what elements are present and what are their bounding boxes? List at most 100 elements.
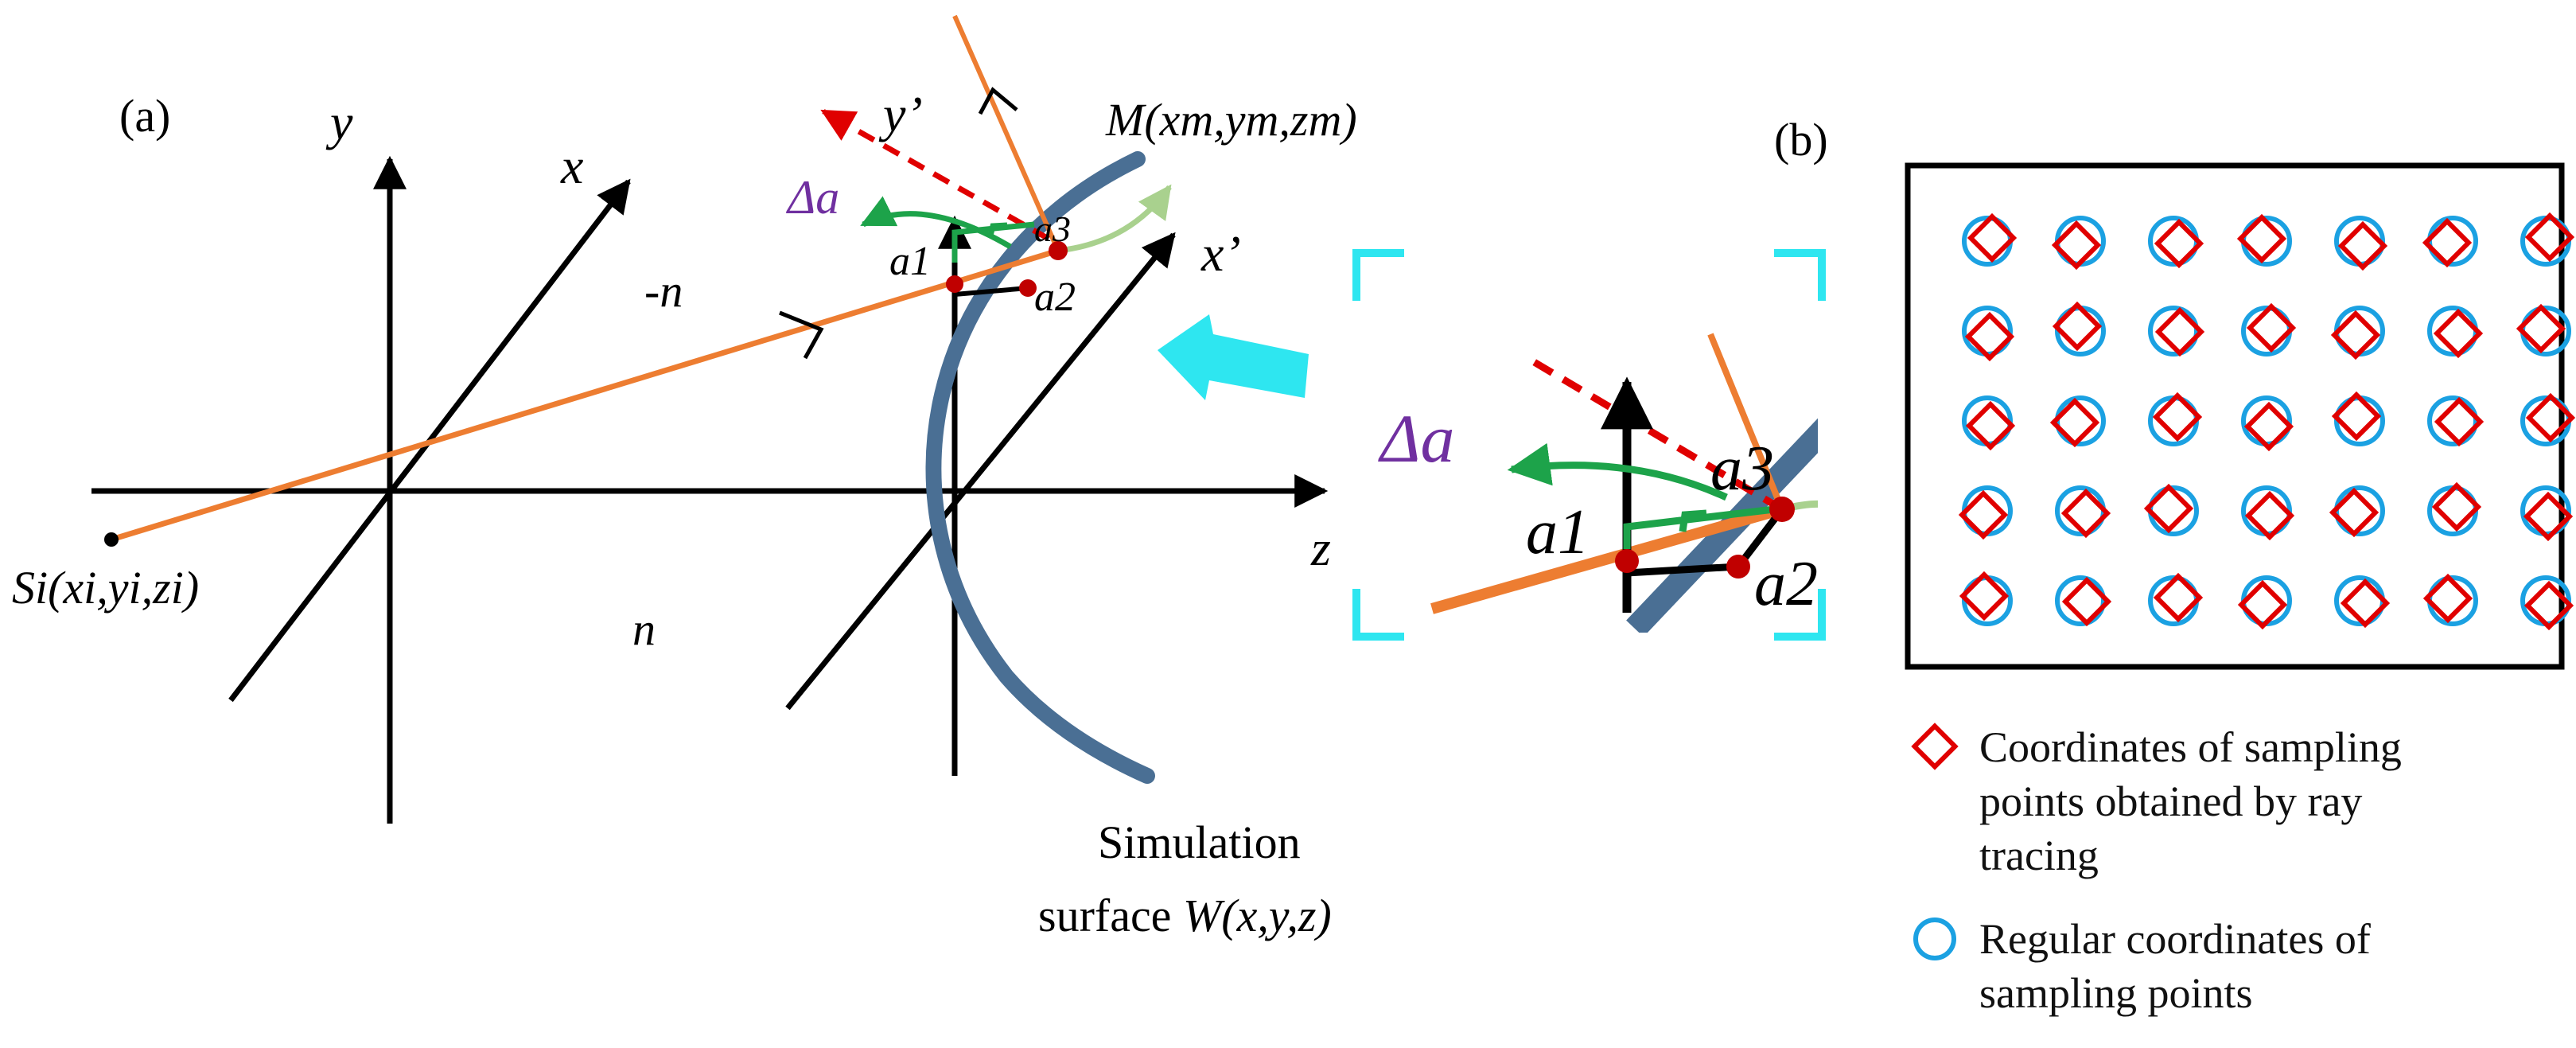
x-axis-label: x [560, 138, 583, 194]
bracket-bottom-right [1774, 589, 1826, 641]
ray-traced-sampling-point [2236, 213, 2287, 264]
ray-traced-sampling-point [1959, 571, 2010, 621]
delta-a-arc [860, 196, 1012, 250]
legend-item-2-line2: sampling points [1979, 969, 2253, 1017]
ray-traced-sampling-point [2244, 490, 2295, 541]
inset-right-angle-mark [1623, 505, 1775, 549]
y-prime-dashed-axis [820, 108, 1050, 242]
inset-delta-arc [1507, 442, 1728, 501]
incident-ray [110, 247, 1060, 543]
ray-traced-sampling-point [2337, 220, 2388, 271]
legend-item-1-line3: tracing [1979, 832, 2099, 879]
inset-point-a2 [1726, 555, 1750, 579]
ray-traced-sampling-point [2243, 401, 2294, 452]
panel-a-label: (a) [119, 90, 170, 142]
incident-ray-arrow-icon [779, 310, 824, 360]
ray-traced-sampling-point [2051, 220, 2102, 271]
a2-label: a2 [1034, 275, 1076, 320]
ray-traced-sampling-point [2246, 302, 2297, 353]
inset-dashed-axis [1525, 355, 1784, 512]
ray-traced-sampling-point [2340, 578, 2391, 629]
bracket-top-right [1774, 249, 1826, 301]
right-angle-mark [951, 221, 1035, 263]
ray-traced-sampling-point [2329, 487, 2379, 538]
ray-traced-sampling-point [1958, 489, 2009, 540]
ray-traced-sampling-point [2516, 303, 2566, 354]
ray-traced-sampling-point [2237, 579, 2288, 630]
source-point [104, 532, 119, 547]
x-prime-label: x’ [1200, 225, 1241, 282]
regular-sampling-point [2148, 306, 2199, 356]
ray-traced-sampling-point [2431, 481, 2482, 532]
inset-point-a1 [1615, 549, 1639, 573]
y-axis-label: y [325, 94, 353, 150]
ray-traced-sampling-point [2433, 308, 2484, 359]
inset-a3-label: a3 [1710, 434, 1774, 504]
sampling-grid [1958, 212, 2576, 631]
inset-point-a3 [1769, 497, 1795, 522]
ray-traced-sampling-point [2052, 301, 2103, 352]
ray-traced-sampling-point [2422, 573, 2473, 624]
bracket-bottom-left [1352, 589, 1404, 641]
light-green-arc [1057, 184, 1172, 254]
legend-item-2-line1: Regular coordinates of [1979, 915, 2371, 963]
a3-label: a3 [1034, 208, 1071, 249]
normal-pos-label: n [632, 603, 656, 655]
reflected-ray [952, 14, 1060, 252]
surface-caption-line1: Simulation [1098, 816, 1301, 868]
bracket-top-left [1352, 249, 1404, 301]
ray-traced-sampling-point [1965, 400, 2016, 451]
ray-traced-sampling-point [2523, 491, 2574, 542]
legend-item-1-line1: Coordinates of sampling [1979, 723, 2402, 771]
magnify-arrow-head-icon [1158, 314, 1309, 400]
point-a1 [946, 275, 963, 293]
panel-a: (a) y x z -n n x’ y’ Δa [12, 14, 1357, 941]
inset-a2-label: a2 [1754, 549, 1818, 619]
surface-point-label: M(xm,ym,zm) [1105, 94, 1357, 146]
regular-sampling-point [2055, 575, 2106, 626]
inset-a1-label: a1 [1526, 497, 1590, 567]
y-prime-label: y’ [878, 86, 923, 142]
reflected-ray-arrow-icon [978, 87, 1018, 115]
ray-traced-sampling-point [1964, 311, 2015, 362]
x-prime-axis [785, 232, 1176, 711]
ray-traced-sampling-point [2154, 306, 2205, 357]
legend-item-1-line2: points obtained by ray [1979, 777, 2362, 825]
z-axis-label: z [1310, 520, 1331, 576]
ray-traced-sampling-point [2143, 483, 2194, 534]
delta-a-label: Δa [786, 171, 839, 224]
ray-traced-sampling-point [2330, 310, 2381, 360]
ray-traced-sampling-point [2525, 392, 2576, 443]
ray-traced-sampling-point [2153, 572, 2204, 623]
regular-sampling-point [2427, 395, 2478, 446]
ray-traced-sampling-point [2049, 397, 2100, 448]
magnify-arrow [1158, 314, 1309, 400]
surface-caption-line2: surface W(x,y,z) [1038, 890, 1332, 941]
ray-traced-sampling-point [1967, 212, 2018, 263]
source-point-label: Si(xi,yi,zi) [12, 562, 199, 614]
ray-traced-sampling-point [2060, 488, 2111, 539]
ray-traced-sampling-point [2434, 396, 2485, 447]
ray-traced-sampling-point [2524, 212, 2575, 263]
point-a2 [1019, 279, 1037, 297]
ray-traced-sampling-point [2331, 391, 2382, 442]
inset-incident-ray [1430, 504, 1784, 614]
legend-diamond-marker [1911, 723, 1959, 770]
ray-traced-sampling-point [2061, 576, 2112, 627]
panel-b: (b) Coordinates of sampling points obtai… [1774, 114, 2576, 1017]
ray-traced-sampling-point [2154, 218, 2204, 269]
point-a3 [1049, 241, 1068, 260]
inset-delta-a-label: Δa [1378, 400, 1454, 477]
a1-label: a1 [889, 239, 931, 284]
ray-traced-sampling-point [2152, 392, 2203, 442]
legend-circle-marker [1913, 917, 1956, 960]
legend: Coordinates of sampling points obtained … [1911, 723, 2402, 1017]
inset-reflected-ray [1707, 333, 1785, 511]
ray-traced-sampling-point [2422, 217, 2473, 268]
panel-b-label: (b) [1774, 114, 1828, 166]
simulation-surface [925, 151, 1155, 784]
normal-neg-label: -n [644, 265, 683, 317]
ray-traced-sampling-point [2523, 580, 2574, 631]
zoom-inset: Δa a1 a2 a3 [1352, 249, 1826, 641]
